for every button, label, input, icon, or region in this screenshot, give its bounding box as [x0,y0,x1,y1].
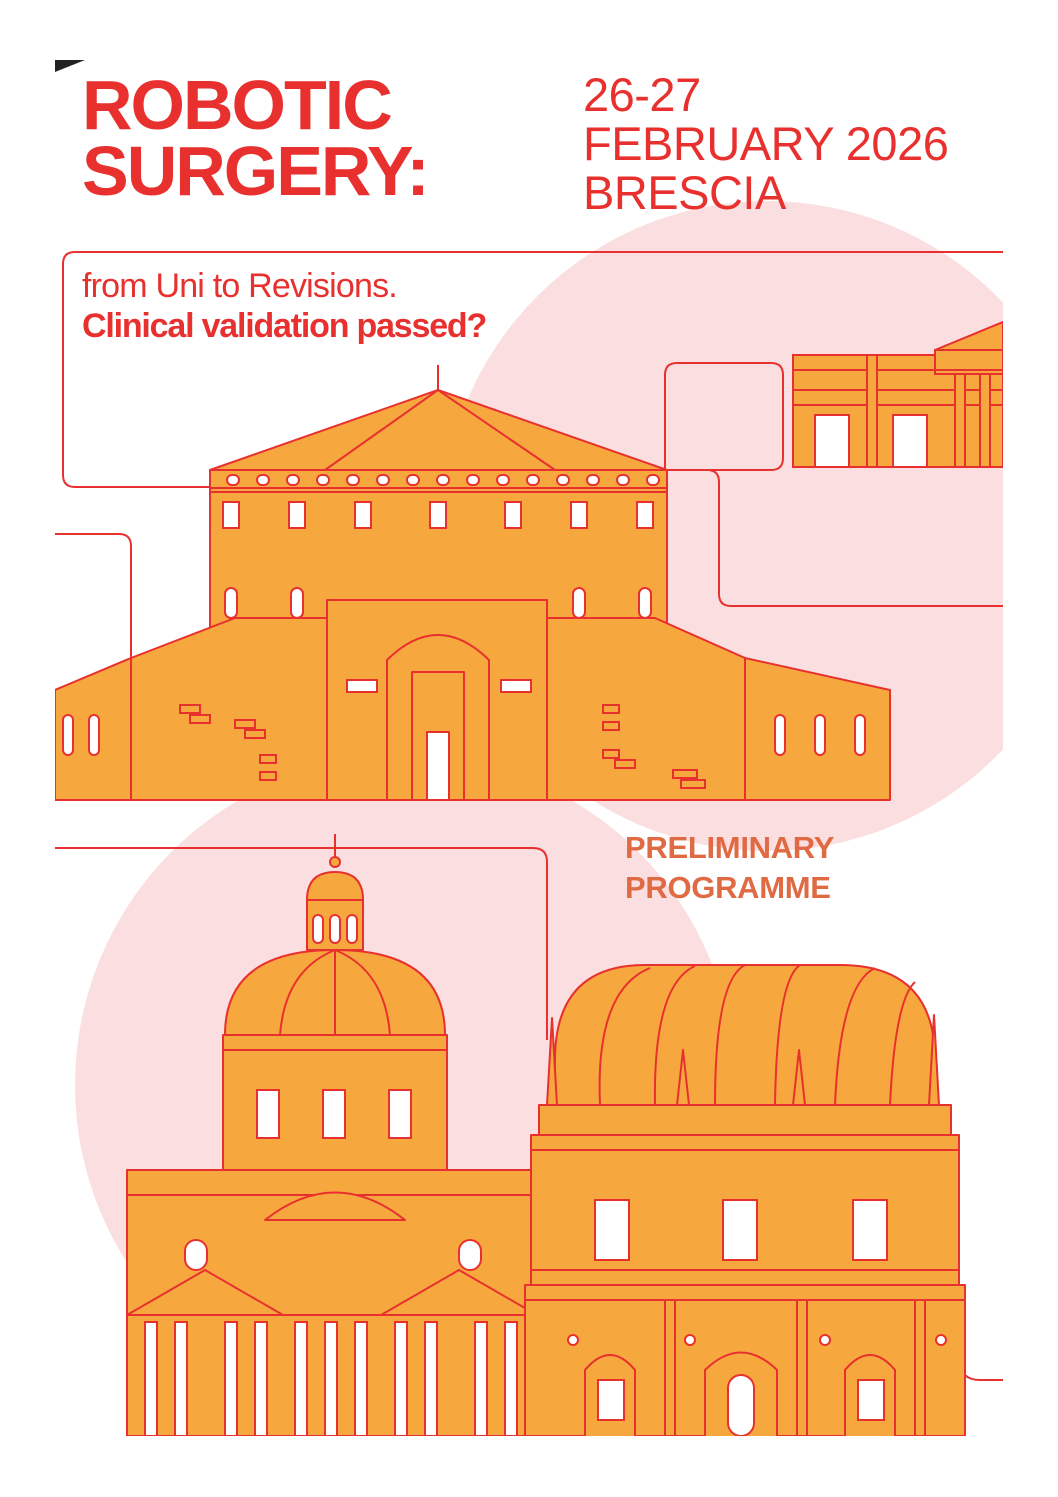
poster: ROBOTIC SURGERY: 26-27 FEBRUARY 2026 BRE… [55,60,1003,1436]
palace-building [55,365,891,801]
temple-building [792,320,1003,468]
event-city: BRESCIA [583,166,786,219]
event-subtitle: from Uni to Revisions. [82,267,398,305]
palace-bricks [179,704,706,789]
event-title: ROBOTIC SURGERY: [82,66,430,210]
church-windows [144,914,518,1436]
programme-label-line-1: PRELIMINARY [625,830,835,865]
event-title-line-2: SURGERY: [82,132,430,210]
palace-windows [62,474,866,756]
programme-label: PRELIMINARY PROGRAMME [625,828,834,908]
event-question: Clinical validation passed? [82,307,487,345]
dome-building-windows [567,1199,947,1436]
event-date-location: 26-27 FEBRUARY 2026 BRESCIA [583,68,949,219]
programme-label-line-2: PROGRAMME [625,870,831,905]
corner-mark [55,60,85,72]
event-dates: 26-27 [583,68,701,121]
event-month-year: FEBRUARY 2026 [583,117,949,170]
illustration [55,201,1003,1436]
event-title-line-1: ROBOTIC [82,66,393,144]
